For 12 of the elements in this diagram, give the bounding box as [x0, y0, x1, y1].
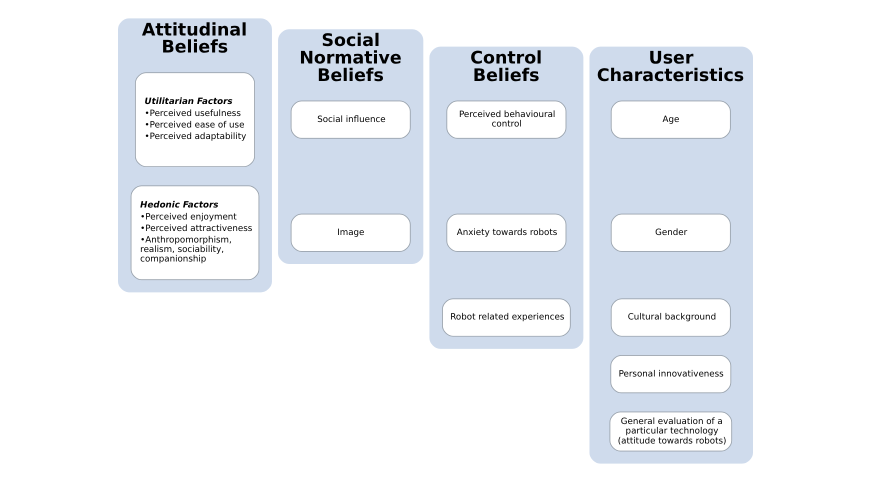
node-box: General evaluation of a particular technology (attitude towards robots) [608, 412, 732, 452]
node-box: Age [610, 100, 730, 139]
node-box: Robot related experiences [442, 298, 570, 337]
node-box: Anxiety towards robots [446, 214, 566, 252]
node-box: Social influence [290, 100, 410, 139]
node-box: Image [290, 214, 410, 252]
node-box: Hedonic Factors •Perceived enjoyment •Perceived attractiveness •Anthropomorphism, realism, sociability, companionship [130, 185, 259, 280]
node-box: Gender [610, 214, 730, 252]
node-box: Utilitarian Factors •Perceived usefulness •Perceived ease of use •Perceived adaptability [134, 72, 254, 168]
node-box: Cultural background [610, 298, 730, 337]
node-box: Perceived behavioural control [446, 100, 566, 139]
node-box: Personal innovativeness [610, 354, 731, 394]
